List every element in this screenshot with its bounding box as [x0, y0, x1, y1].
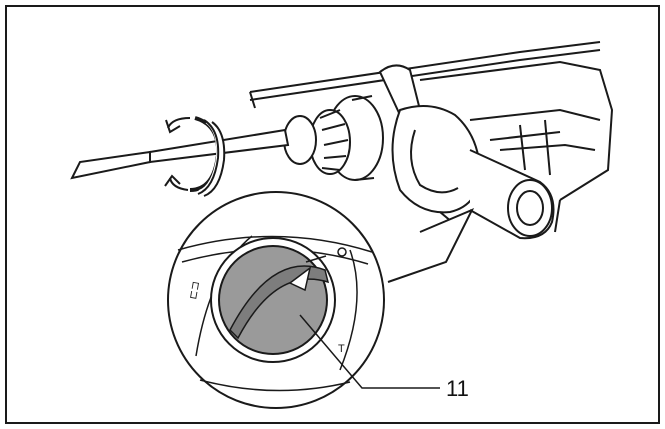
magnified-view: ⊏⊐ T [167, 191, 475, 409]
rotation-arrow [164, 116, 226, 198]
side-handle [378, 64, 555, 240]
leader-line [299, 314, 440, 389]
mode-knob[interactable] [218, 245, 328, 355]
knob-grip [229, 265, 330, 340]
chuck [283, 95, 384, 181]
indicator-dot [337, 247, 347, 257]
callout-pointer [387, 208, 475, 283]
dial-mark-left: ⊏⊐ [187, 280, 202, 300]
knob-arrow-icon [288, 266, 312, 292]
callout-label: 11 [446, 376, 469, 401]
screwdriver [70, 128, 290, 180]
drill-body [249, 41, 614, 233]
border [5, 5, 660, 424]
dial-mark-bottom: T [338, 343, 345, 355]
